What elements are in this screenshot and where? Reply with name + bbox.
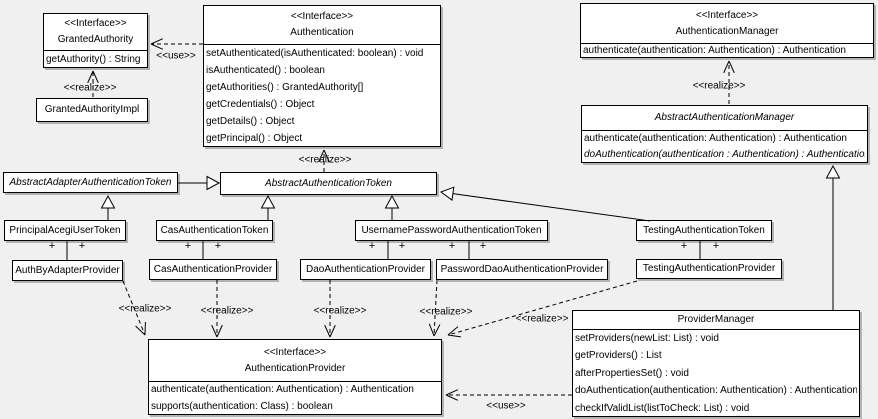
class-abstract-adapter-authentication-token[interactable]: AbstractAdapterAuthenticationToken — [3, 172, 178, 193]
class-name: GrantedAuthorityImpl — [44, 104, 140, 115]
class-testing-authentication-provider[interactable]: TestingAuthenticationProvider — [636, 259, 782, 279]
edge-realize-casauthenticationprovider — [211, 280, 223, 338]
class-abstract-authentication-token[interactable]: AbstractAuthenticationToken — [220, 172, 437, 195]
class-method: getAuthorities() : GrantedAuthority[] — [206, 82, 364, 93]
edge-stereotype-label: <<realize>> — [298, 154, 352, 166]
edge-stereotype-label: <<realize>> — [63, 82, 117, 94]
class-name: AbstractAuthenticationToken — [265, 177, 392, 189]
multiplicity-label: + — [48, 240, 56, 252]
class-principal-acegi-user-token[interactable]: PrincipalAcegiUserToken — [4, 220, 126, 241]
edge-stereotype-label: <<realize>> — [515, 313, 569, 325]
class-stereotype: <<Interface>> — [263, 346, 327, 358]
class-method: checkIfValidList(listToCheck: List) : vo… — [575, 402, 750, 414]
edge-generalization-abstractadaptertoken-to-abstracttoken — [178, 175, 221, 191]
edge-generalization-casauthenticationtoken — [260, 194, 276, 220]
class-cas-authentication-provider[interactable]: CasAuthenticationProvider — [149, 259, 277, 280]
edge-stereotype-label: <<use>> — [486, 400, 526, 412]
class-abstract-authentication-manager[interactable]: AbstractAuthenticationManager authenticat… — [581, 105, 868, 163]
multiplicity-label: + — [184, 240, 192, 252]
edge-realize-abstractauthenticationtoken-to-authentication — [318, 149, 330, 172]
class-method: supports(authentication: Class) : boolea… — [151, 400, 333, 412]
class-name: AuthByAdapterProvider — [15, 264, 120, 276]
class-name: AbstractAuthenticationManager — [654, 112, 795, 123]
class-method: getAuthority() : String — [46, 54, 141, 65]
multiplicity-label: + — [78, 240, 86, 252]
class-authentication[interactable]: <<Interface>> Authentication setAuthentica… — [203, 5, 441, 147]
class-testing-authentication-token[interactable]: TestingAuthenticationToken — [636, 220, 772, 241]
edge-stereotype-label: <<use>> — [156, 50, 196, 62]
class-username-password-authentication-token[interactable]: UsernamePasswordAuthenticationToken — [355, 220, 548, 241]
class-password-dao-authentication-provider[interactable]: PasswordDaoAuthenticationProvider — [436, 259, 608, 280]
multiplicity-label: + — [368, 240, 376, 252]
class-cas-authentication-token[interactable]: CasAuthenticationToken — [156, 220, 273, 241]
edge-stereotype-label: <<realize>> — [692, 80, 746, 92]
class-name: TestingAuthenticationProvider — [642, 263, 776, 274]
class-name: AbstractAdapterAuthenticationToken — [9, 176, 172, 188]
edge-realize-daoauthenticationprovider — [324, 280, 336, 338]
class-method: setAuthenticated(isAuthenticated: boolea… — [206, 48, 424, 59]
class-name: AuthenticationProvider — [244, 362, 346, 374]
class-name: PasswordDaoAuthenticationProvider — [440, 263, 604, 275]
class-authentication-manager[interactable]: <<Interface>> AuthenticationManager authen… — [580, 3, 874, 58]
class-method: authenticate(authentication: Authenticat… — [583, 45, 846, 56]
multiplicity-label: + — [479, 240, 487, 252]
class-method: isAuthenticated() : boolean — [206, 65, 325, 76]
class-name: TestingAuthenticationToken — [643, 224, 765, 236]
edge-realize-authbyadapterprovider — [122, 280, 146, 336]
multiplicity-label: + — [398, 240, 406, 252]
class-name: CasAuthenticationProvider — [153, 263, 273, 275]
class-method: getDetails() : Object — [206, 116, 295, 127]
class-name: GrantedAuthority — [57, 34, 134, 45]
multiplicity-label: + — [214, 240, 222, 252]
class-method: setProviders(newList: List) : void — [575, 333, 719, 344]
edge-realize-abstractauthenticationmanager-to-authenticationmanager — [723, 60, 735, 104]
class-method: getPrincipal() : Object — [206, 133, 303, 144]
edge-generalization-testingauthenticationtoken — [439, 186, 651, 222]
edge-generalization-principalacegiusertoken — [100, 194, 116, 220]
class-granted-authority[interactable]: <<Interface>> GrantedAuthority getAuthorit… — [43, 13, 148, 68]
class-stereotype: <<Interface>> — [290, 11, 354, 22]
edge-stereotype-label: <<realize>> — [200, 305, 254, 317]
class-stereotype: <<Interface>> — [64, 18, 127, 29]
class-method: authenticate(authentication: Authenticat… — [151, 384, 414, 395]
class-granted-authority-impl[interactable]: GrantedAuthorityImpl — [36, 98, 148, 122]
edge-generalization-providermanager-to-abstractauthenticationmanager — [825, 164, 841, 310]
multiplicity-label: + — [448, 240, 456, 252]
class-authentication-provider[interactable]: <<Interface>> AuthenticationProvider authe… — [148, 339, 442, 415]
edge-generalization-usernamepasswordtoken — [384, 194, 400, 220]
class-method: afterPropertiesSet() : void — [575, 367, 689, 379]
multiplicity-label: + — [680, 240, 688, 252]
class-method: doAuthentication(authentication: Authent… — [575, 385, 857, 397]
class-name: ProviderManager — [677, 314, 755, 325]
class-provider-manager[interactable]: ProviderManager setProviders(newList: Lis… — [572, 310, 860, 417]
class-name: PrincipalAcegiUserToken — [9, 224, 121, 236]
class-name: DaoAuthenticationProvider — [306, 263, 425, 275]
edge-use-providermanager-to-authenticationprovider — [445, 389, 572, 401]
class-name: UsernamePasswordAuthenticationToken — [361, 224, 542, 236]
class-stereotype: <<Interface>> — [695, 9, 759, 21]
class-name: Authentication — [290, 27, 354, 38]
multiplicity-label: + — [712, 240, 720, 252]
class-method: authenticate(authentication: Authenticat… — [584, 133, 847, 144]
edge-realize-grantedauthorityimpl-to-grantedauthority — [87, 70, 99, 97]
class-method: doAuthentication(authentication : Authen… — [584, 149, 865, 160]
edge-realize-passworddaoauthenticationprovider — [428, 279, 441, 337]
edge-stereotype-label: <<realize>> — [313, 305, 367, 317]
edge-stereotype-label: <<realize>> — [118, 303, 172, 315]
class-method: getProviders() : List — [575, 350, 662, 362]
class-auth-by-adapter-provider[interactable]: AuthByAdapterProvider — [12, 260, 123, 281]
class-method: getCredentials() : Object — [206, 99, 315, 110]
class-dao-authentication-provider[interactable]: DaoAuthenticationProvider — [300, 259, 431, 280]
class-name: CasAuthenticationToken — [160, 224, 269, 236]
class-name: AuthenticationManager — [675, 25, 779, 37]
edge-stereotype-label: <<realize>> — [419, 306, 473, 318]
edge-use-authentication-to-grantedauthority — [150, 38, 203, 50]
